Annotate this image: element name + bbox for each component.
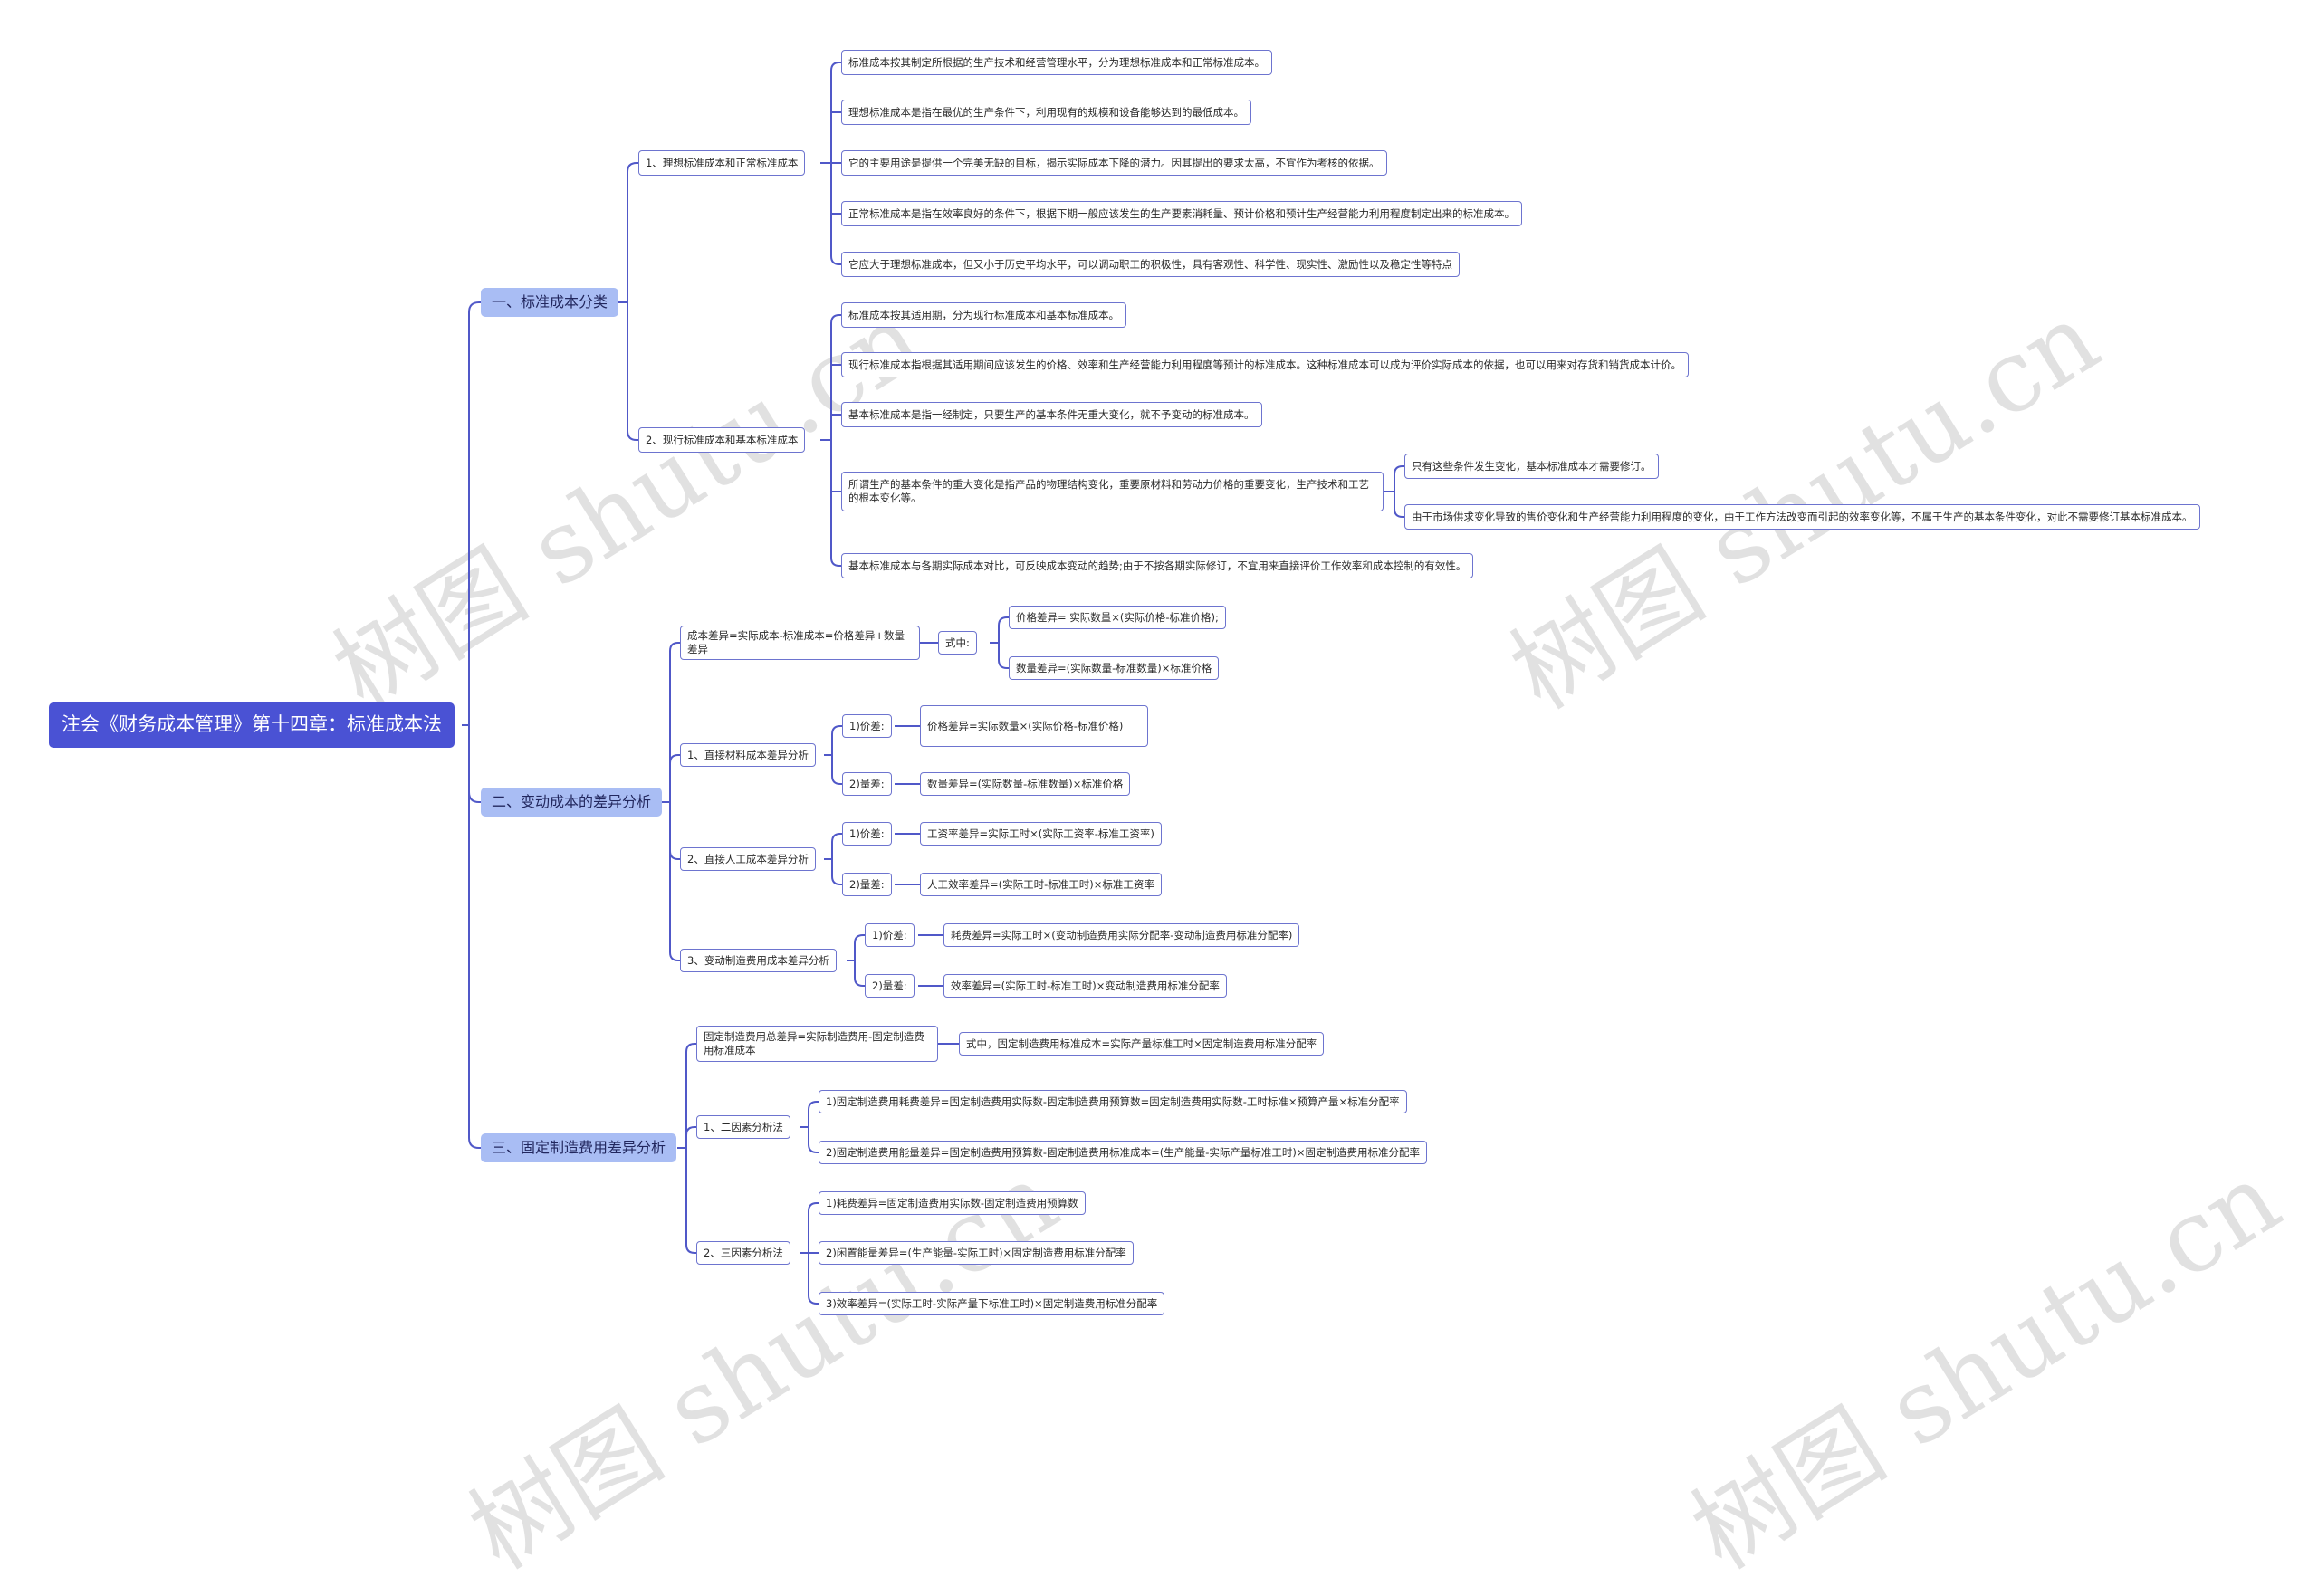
leaf-two-factor-1[interactable]: 1)固定制造费用耗费差异=固定制造费用实际数-固定制造费用预算数=固定制造费用实… [819, 1090, 1407, 1113]
leaf-fixed-standard-cost-note[interactable]: 式中，固定制造费用标准成本=实际产量标准工时×固定制造费用标准分配率 [959, 1032, 1325, 1056]
leaf-fixed-total-variance[interactable]: 固定制造费用总差异=实际制造费用-固定制造费用标准成本 [696, 1026, 938, 1062]
topic-fixed-overhead-variance[interactable]: 三、固定制造费用差异分析 [481, 1133, 677, 1162]
leaf-price-variance[interactable]: 价格差异= 实际数量×(实际价格-标准价格); [1009, 606, 1226, 629]
leaf-ideal-1[interactable]: 标准成本按其制定所根据的生产技术和经营管理水平，分为理想标准成本和正常标准成本。 [841, 50, 1272, 75]
leaf-current-3[interactable]: 基本标准成本是指一经制定，只要生产的基本条件无重大变化，就不予变动的标准成本。 [841, 402, 1262, 427]
topic-three-factor[interactable]: 2、三因素分析法 [696, 1241, 790, 1265]
leaf-shizhong[interactable]: 式中: [938, 631, 977, 655]
leaf-three-factor-3[interactable]: 3)效率差异=(实际工时-实际产量下标准工时)×固定制造费用标准分配率 [819, 1292, 1165, 1315]
leaf-labor-price[interactable]: 1)价差: [842, 822, 892, 846]
topic-standard-cost-classification[interactable]: 一、标准成本分类 [481, 288, 619, 317]
leaf-labor-qty-value[interactable]: 人工效率差异=(实际工时-标准工时)×标准工资率 [920, 873, 1162, 896]
leaf-current-4-sub-2[interactable]: 由于市场供求变化导致的售价变化和生产经营能力利用程度的变化，由于工作方法改变而引… [1404, 504, 2200, 530]
root-topic[interactable]: 注会《财务成本管理》第十四章：标准成本法 [49, 702, 455, 748]
topic-variable-cost-variance[interactable]: 二、变动成本的差异分析 [481, 788, 663, 817]
leaf-labor-qty[interactable]: 2)量差: [842, 873, 892, 896]
leaf-current-4-sub-1[interactable]: 只有这些条件发生变化，基本标准成本才需要修订。 [1404, 454, 1659, 479]
connector-lines [462, 62, 1404, 1305]
leaf-ideal-4[interactable]: 正常标准成本是指在效率良好的条件下，根据下期一般应该发生的生产要素消耗量、预计价… [841, 201, 1522, 226]
leaf-cost-variance-formula[interactable]: 成本差异=实际成本-标准成本=价格差异+数量差异 [680, 626, 920, 660]
topic-direct-material[interactable]: 1、直接材料成本差异分析 [680, 743, 816, 767]
leaf-labor-price-value[interactable]: 工资率差异=实际工时×(实际工资率-标准工资率) [920, 822, 1162, 846]
topic-current-basic-cost[interactable]: 2、现行标准成本和基本标准成本 [638, 427, 806, 453]
topic-two-factor[interactable]: 1、二因素分析法 [696, 1115, 790, 1139]
leaf-current-1[interactable]: 标准成本按其适用期，分为现行标准成本和基本标准成本。 [841, 302, 1126, 328]
leaf-material-qty-value[interactable]: 数量差异=(实际数量-标准数量)×标准价格 [920, 772, 1131, 796]
leaf-ideal-2[interactable]: 理想标准成本是指在最优的生产条件下，利用现有的规模和设备能够达到的最低成本。 [841, 100, 1251, 125]
leaf-current-2[interactable]: 现行标准成本指根据其适用期间应该发生的价格、效率和生产经营能力利用程度等预计的标… [841, 352, 1689, 377]
leaf-ideal-3[interactable]: 它的主要用途是提供一个完美无缺的目标，揭示实际成本下降的潜力。因其提出的要求太高… [841, 150, 1387, 176]
leaf-overhead-price-value[interactable]: 耗费差异=实际工时×(变动制造费用实际分配率-变动制造费用标准分配率) [943, 923, 1300, 947]
leaf-overhead-qty-value[interactable]: 效率差异=(实际工时-标准工时)×变动制造费用标准分配率 [943, 974, 1227, 998]
leaf-two-factor-2[interactable]: 2)固定制造费用能量差异=固定制造费用预算数-固定制造费用标准成本=(生产能量-… [819, 1141, 1427, 1164]
topic-direct-labor[interactable]: 2、直接人工成本差异分析 [680, 847, 816, 871]
leaf-overhead-qty[interactable]: 2)量差: [865, 974, 915, 998]
leaf-material-price[interactable]: 1)价差: [842, 714, 892, 738]
leaf-overhead-price[interactable]: 1)价差: [865, 923, 915, 947]
leaf-material-price-value[interactable]: 价格差异=实际数量×(实际价格-标准价格) [920, 705, 1148, 747]
leaf-three-factor-1[interactable]: 1)耗费差异=固定制造费用实际数-固定制造费用预算数 [819, 1191, 1086, 1215]
leaf-quantity-variance[interactable]: 数量差异=(实际数量-标准数量)×标准价格 [1009, 656, 1220, 680]
leaf-ideal-5[interactable]: 它应大于理想标准成本，但又小于历史平均水平，可以调动职工的积极性，具有客观性、科… [841, 252, 1460, 277]
leaf-material-qty[interactable]: 2)量差: [842, 772, 892, 796]
topic-variable-overhead[interactable]: 3、变动制造费用成本差异分析 [680, 949, 837, 972]
leaf-three-factor-2[interactable]: 2)闲置能量差异=(生产能量-实际工时)×固定制造费用标准分配率 [819, 1241, 1134, 1265]
leaf-current-5[interactable]: 基本标准成本与各期实际成本对比，可反映成本变动的趋势;由于不按各期实际修订，不宜… [841, 553, 1474, 578]
topic-ideal-normal-cost[interactable]: 1、理想标准成本和正常标准成本 [638, 150, 806, 176]
leaf-current-4[interactable]: 所谓生产的基本条件的重大变化是指产品的物理结构变化，重要原材料和劳动力价格的重要… [841, 472, 1384, 511]
